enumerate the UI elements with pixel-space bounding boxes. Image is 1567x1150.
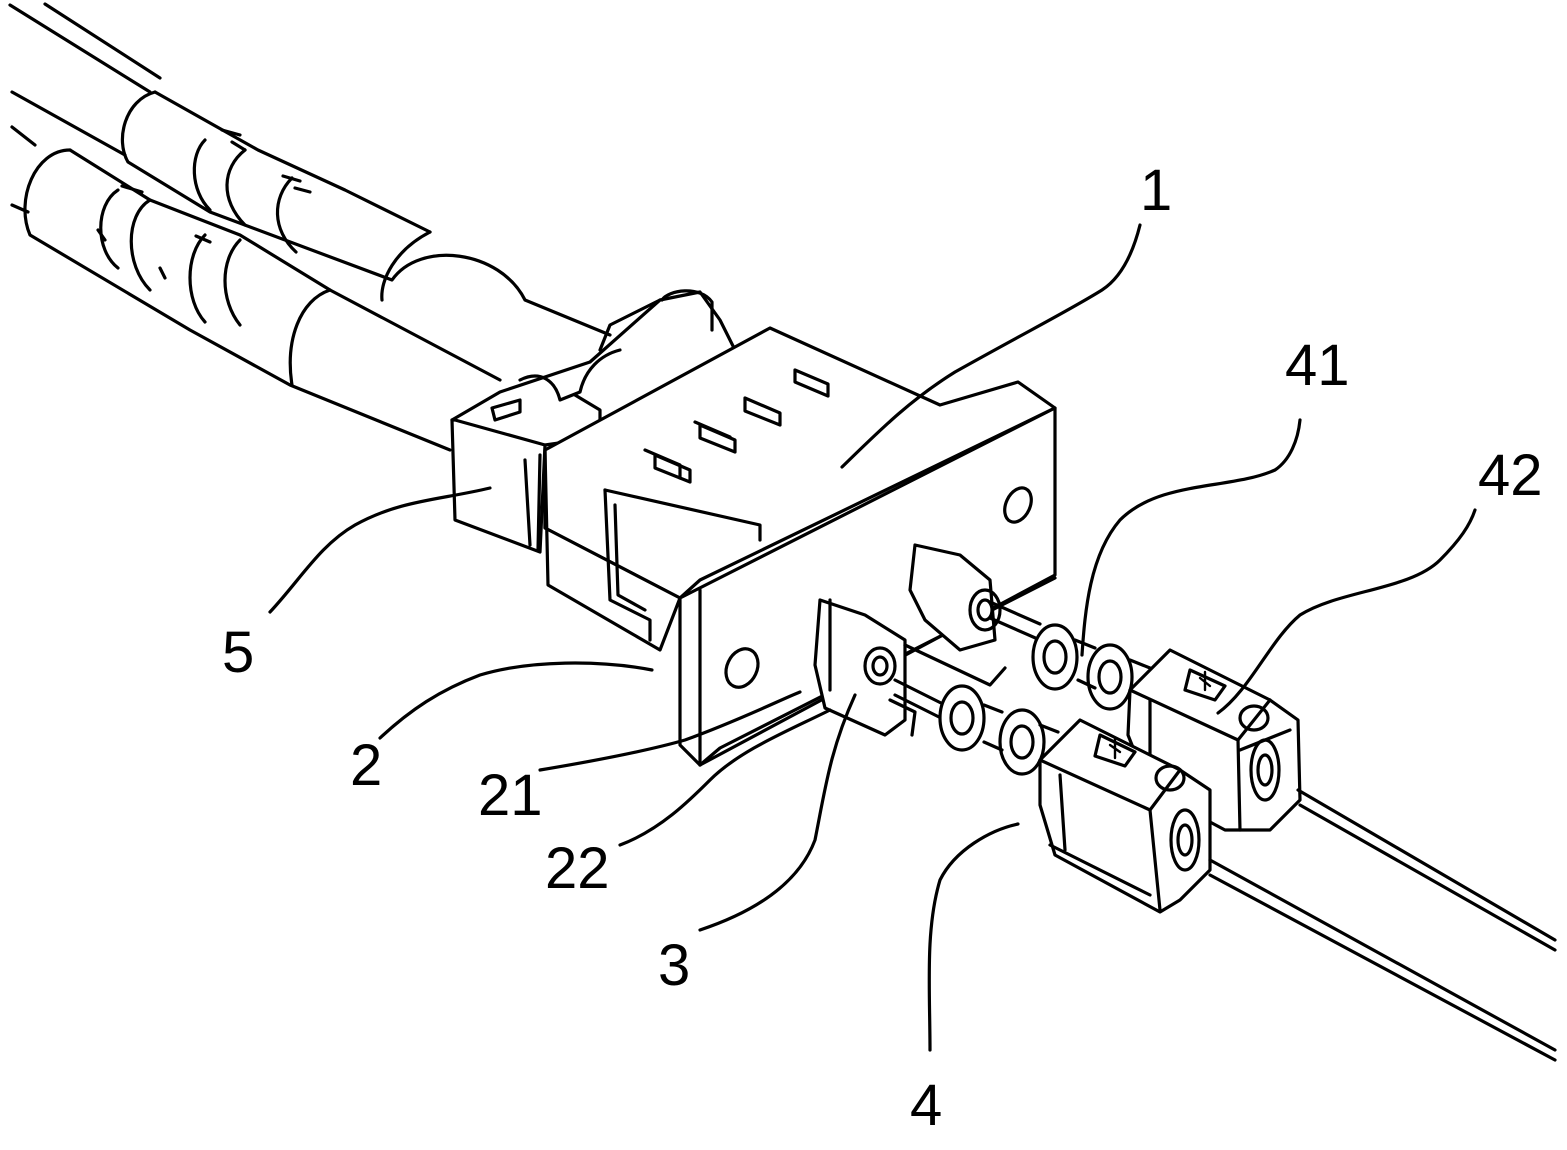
adapter-body-1	[543, 326, 1057, 767]
label-3: 3	[658, 933, 690, 998]
upper-boot	[120, 90, 612, 337]
label-42: 42	[1478, 443, 1543, 508]
duplex-connector-5	[450, 289, 737, 554]
label-41: 41	[1285, 333, 1350, 398]
label-2: 2	[350, 733, 382, 798]
right-fiber-cables	[1208, 788, 1557, 1062]
label-4: 4	[910, 1073, 942, 1138]
label-21: 21	[478, 763, 543, 828]
leader-lines	[268, 223, 1477, 1052]
connector-4	[1038, 718, 1212, 914]
ferrule-sleeves-3	[813, 543, 1007, 737]
lower-boot	[23, 148, 502, 452]
left-fiber-cables	[8, 2, 162, 214]
reference-labels: 1 41 42 5 2 21 22 3 4	[222, 158, 1543, 1138]
label-1: 1	[1140, 158, 1172, 223]
label-5: 5	[222, 620, 254, 685]
label-22: 22	[545, 836, 610, 901]
